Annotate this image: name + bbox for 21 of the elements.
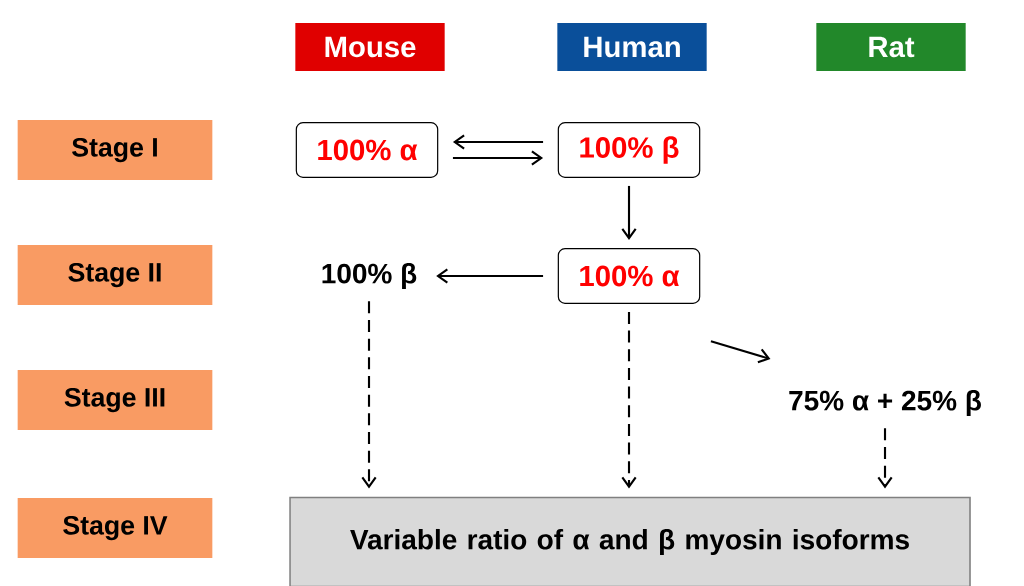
arrow [436,268,544,284]
state-box: 100% α [557,248,701,304]
state-box: 100% α [295,122,439,178]
stage-label: Stage III [17,370,213,430]
arrow [710,340,771,364]
column-header: Rat [816,23,966,71]
arrow [877,428,893,489]
outcome-box: Variable ratio of α and β myosin isoforms [289,496,971,586]
arrow [452,134,544,150]
stage-label: Stage I [17,120,213,180]
column-header: Human [557,23,707,71]
state-text: 100% β [322,262,417,290]
stage-label: Stage II [17,245,213,305]
arrow [452,150,544,166]
stage-label: Stage IV [17,498,213,558]
state-text: 75% α + 25% β [789,389,981,417]
arrow [361,301,377,489]
column-header: Mouse [295,23,445,71]
arrow [621,311,637,489]
arrow [621,185,637,241]
state-box: 100% β [557,122,701,178]
